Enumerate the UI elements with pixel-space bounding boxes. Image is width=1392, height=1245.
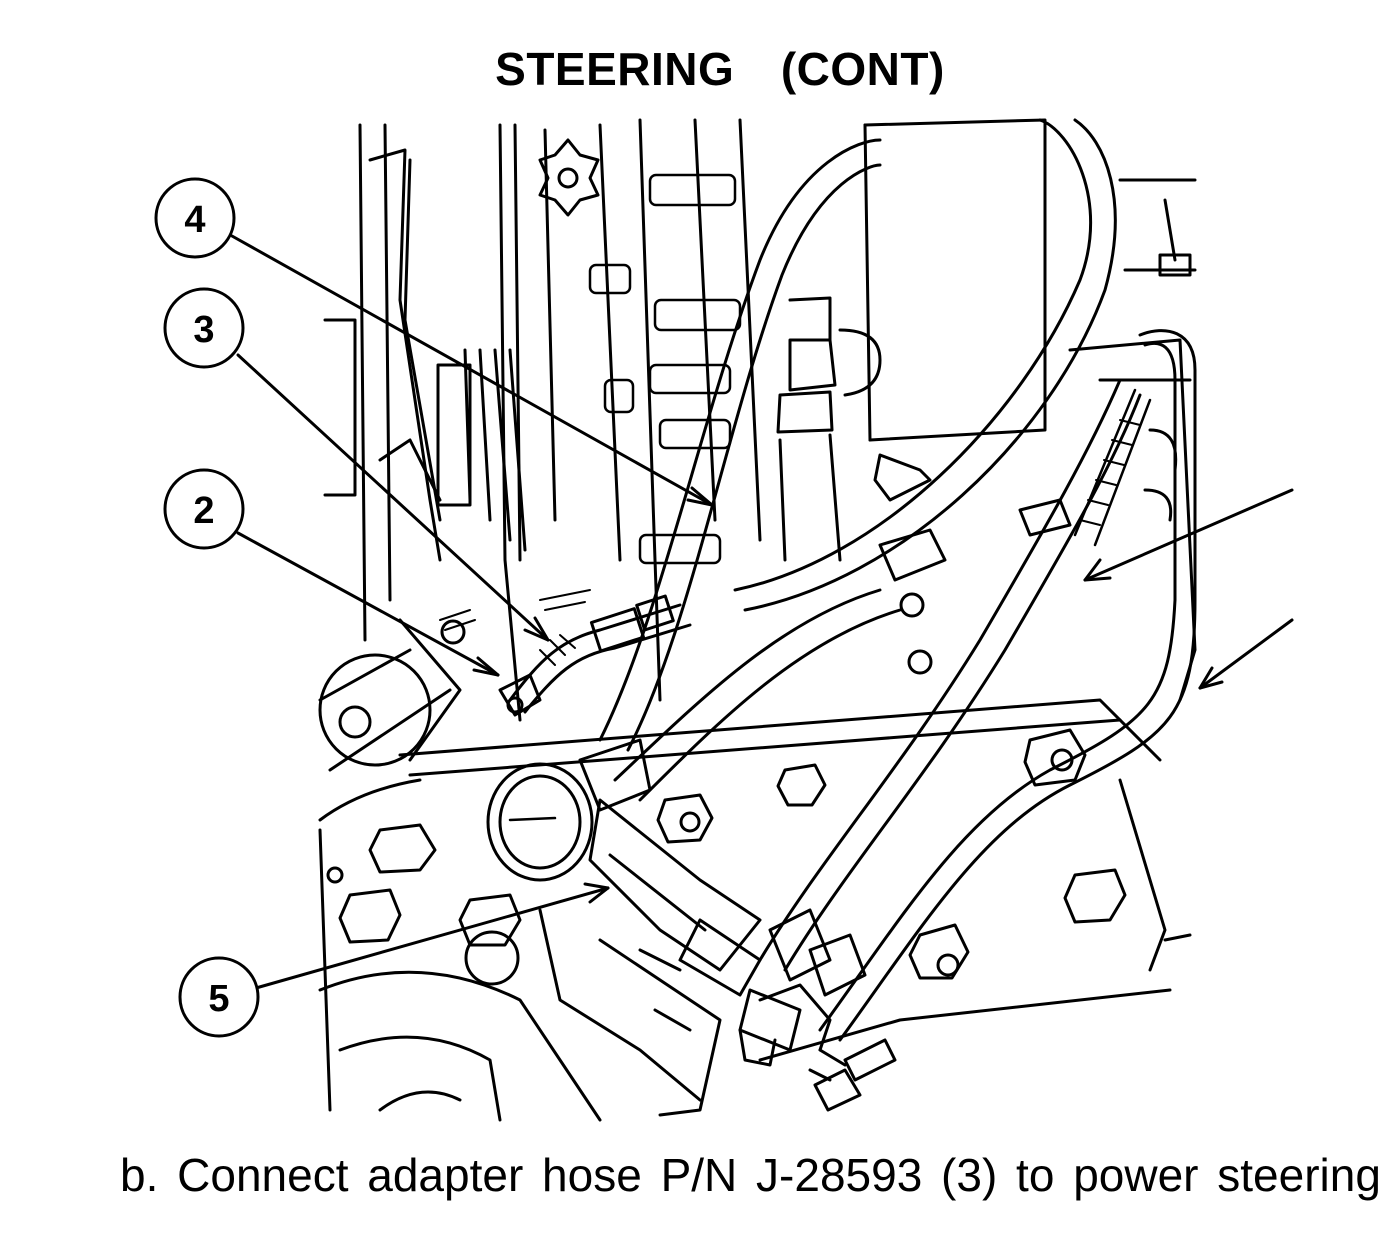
callout-label-5: 5: [208, 978, 229, 1020]
pump-fitting: [776, 296, 932, 562]
callout-3: 3: [163, 287, 245, 369]
callout-label-3: 3: [193, 309, 214, 351]
page-title: STEERING (CONT): [495, 43, 945, 95]
engine-block: [318, 118, 1197, 1122]
callout-2: 2: [163, 468, 245, 550]
hoses: [498, 118, 1197, 1042]
callout-label-4: 4: [184, 199, 205, 241]
oil-cap: [538, 138, 600, 217]
callout-leaders: [230, 234, 1294, 990]
pressure-gauge: [486, 738, 762, 972]
shutoff-valve: [678, 918, 897, 1112]
callout-5: 5: [178, 956, 260, 1038]
callout-4: 4: [154, 177, 236, 259]
instruction-text: b. Connect adapter hose P/N J-28593 (3) …: [120, 1149, 1381, 1201]
hex-nuts: [326, 592, 1127, 986]
callout-label-2: 2: [193, 490, 214, 532]
